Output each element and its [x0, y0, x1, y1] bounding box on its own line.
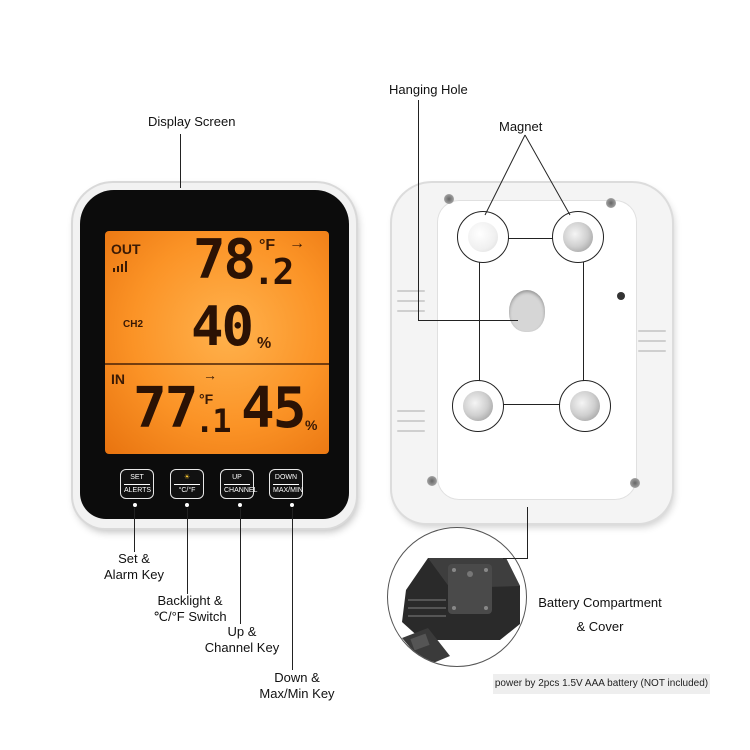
leader-up-key: [240, 508, 241, 624]
up-key-dot: [238, 503, 242, 507]
leader-hanging-hole-h: [418, 320, 518, 321]
label-down-line2: Max/Min Key: [259, 686, 335, 701]
out-label: OUT: [111, 241, 141, 257]
outdoor-humidity-unit: %: [257, 335, 272, 352]
down-key-bottom: MAX/MIN: [273, 484, 303, 495]
battery-compartment-illustration: [402, 558, 520, 666]
up-key-top: UP: [232, 474, 242, 481]
label-up-line2: Channel Key: [204, 640, 280, 655]
channel-label: CH2: [123, 319, 144, 330]
set-alerts-key[interactable]: SET ALERTS: [120, 469, 154, 499]
leader-display-screen: [180, 134, 181, 188]
leader-magnet-lines: [484, 134, 571, 216]
battery-compartment-inset: [387, 527, 527, 667]
indoor-temp-decimal: .1: [195, 402, 232, 440]
label-hanging-hole: Hanging Hole: [389, 82, 468, 97]
set-key-top: SET: [130, 474, 144, 481]
screw-bottom-left: [427, 476, 437, 486]
label-battery-compartment: Battery Compartment & Cover: [532, 591, 668, 639]
leader-down-key: [292, 508, 293, 670]
label-battery-line1: Battery Compartment: [538, 595, 662, 610]
label-down-line1: Down &: [274, 670, 320, 685]
label-battery-line2: & Cover: [576, 619, 624, 634]
indoor-temp-unit: °F: [199, 391, 214, 407]
up-key-bottom: CHANNEL: [224, 484, 257, 495]
left-vent-4: [397, 410, 425, 412]
battery-note: power by 2pcs 1.5V AAA battery (NOT incl…: [493, 674, 710, 694]
label-backlight-line1: Backlight &: [157, 593, 223, 608]
magnet-bottom-right: [559, 380, 611, 432]
magnet-top-right: [552, 211, 604, 263]
magnet-frame-bottom: [479, 404, 585, 405]
display-divider: [105, 363, 329, 365]
leader-battery-h: [503, 558, 528, 559]
outdoor-trend-arrow: →: [289, 235, 305, 252]
indoor-humidity: 45: [241, 376, 306, 441]
set-key-dot: [133, 503, 137, 507]
right-vent-3: [638, 350, 666, 352]
magnet-top-left: [457, 211, 509, 263]
backlight-key-dot: [185, 503, 189, 507]
screw-top-right: [606, 198, 616, 208]
left-vent-6: [397, 430, 425, 432]
backlight-key-bottom: °C/°F: [174, 484, 200, 495]
outdoor-temperature: 78: [193, 231, 256, 291]
left-vent-2: [397, 300, 425, 302]
magnet-bottom-left: [452, 380, 504, 432]
label-backlight-line2: ℃/°F Switch: [153, 609, 227, 624]
leader-set-key: [134, 508, 135, 552]
label-up-line1: Up &: [227, 624, 257, 639]
magnet-frame-top: [483, 238, 579, 239]
label-backlight: Backlight & ℃/°F Switch: [148, 593, 232, 625]
in-label: IN: [111, 371, 125, 387]
magnet-frame-right: [583, 238, 584, 404]
left-vent-5: [397, 420, 425, 422]
label-up-channel: Up & Channel Key: [200, 624, 284, 656]
label-set-alarm-line1: Set &: [118, 551, 150, 566]
magnet-frame-left: [479, 238, 480, 404]
signal-icon: [113, 261, 129, 275]
indoor-trend-arrow: →: [203, 367, 217, 383]
down-key-dot: [290, 503, 294, 507]
down-key-top: DOWN: [274, 474, 298, 481]
display-screen: OUT 78 °F → .2 CH2 40 % IN → 77 °F .1 45…: [105, 231, 329, 454]
hanging-hole: [509, 290, 545, 332]
label-set-alarm: Set & Alarm Key: [96, 551, 172, 583]
leader-hanging-hole-v: [418, 100, 419, 320]
label-display-screen: Display Screen: [148, 114, 236, 129]
left-vent-1: [397, 290, 425, 292]
right-vent-2: [638, 340, 666, 342]
down-maxmin-key[interactable]: DOWN MAX/MIN: [269, 469, 303, 499]
label-magnet: Magnet: [499, 119, 543, 134]
indoor-humidity-unit: %: [305, 417, 318, 433]
set-key-bottom: ALERTS: [124, 484, 151, 495]
leader-backlight-key: [187, 508, 188, 594]
side-sensor-dot: [617, 292, 625, 300]
right-vent-1: [638, 330, 666, 332]
screw-bottom-right: [630, 478, 640, 488]
outdoor-humidity: 40: [191, 295, 254, 358]
backlight-unit-key[interactable]: ☀ °C/°F: [170, 469, 204, 499]
screw-top-left: [444, 194, 454, 204]
outdoor-temp-unit: °F: [259, 237, 276, 254]
left-vent-3: [397, 310, 425, 312]
label-down-maxmin: Down & Max/Min Key: [254, 670, 340, 702]
up-channel-key[interactable]: UP CHANNEL: [220, 469, 257, 499]
leader-battery-v: [527, 507, 528, 559]
label-set-alarm-line2: Alarm Key: [104, 567, 164, 582]
outdoor-temp-decimal: .2: [253, 252, 294, 293]
bulb-icon: ☀: [183, 474, 191, 481]
indoor-temperature: 77: [133, 376, 198, 441]
